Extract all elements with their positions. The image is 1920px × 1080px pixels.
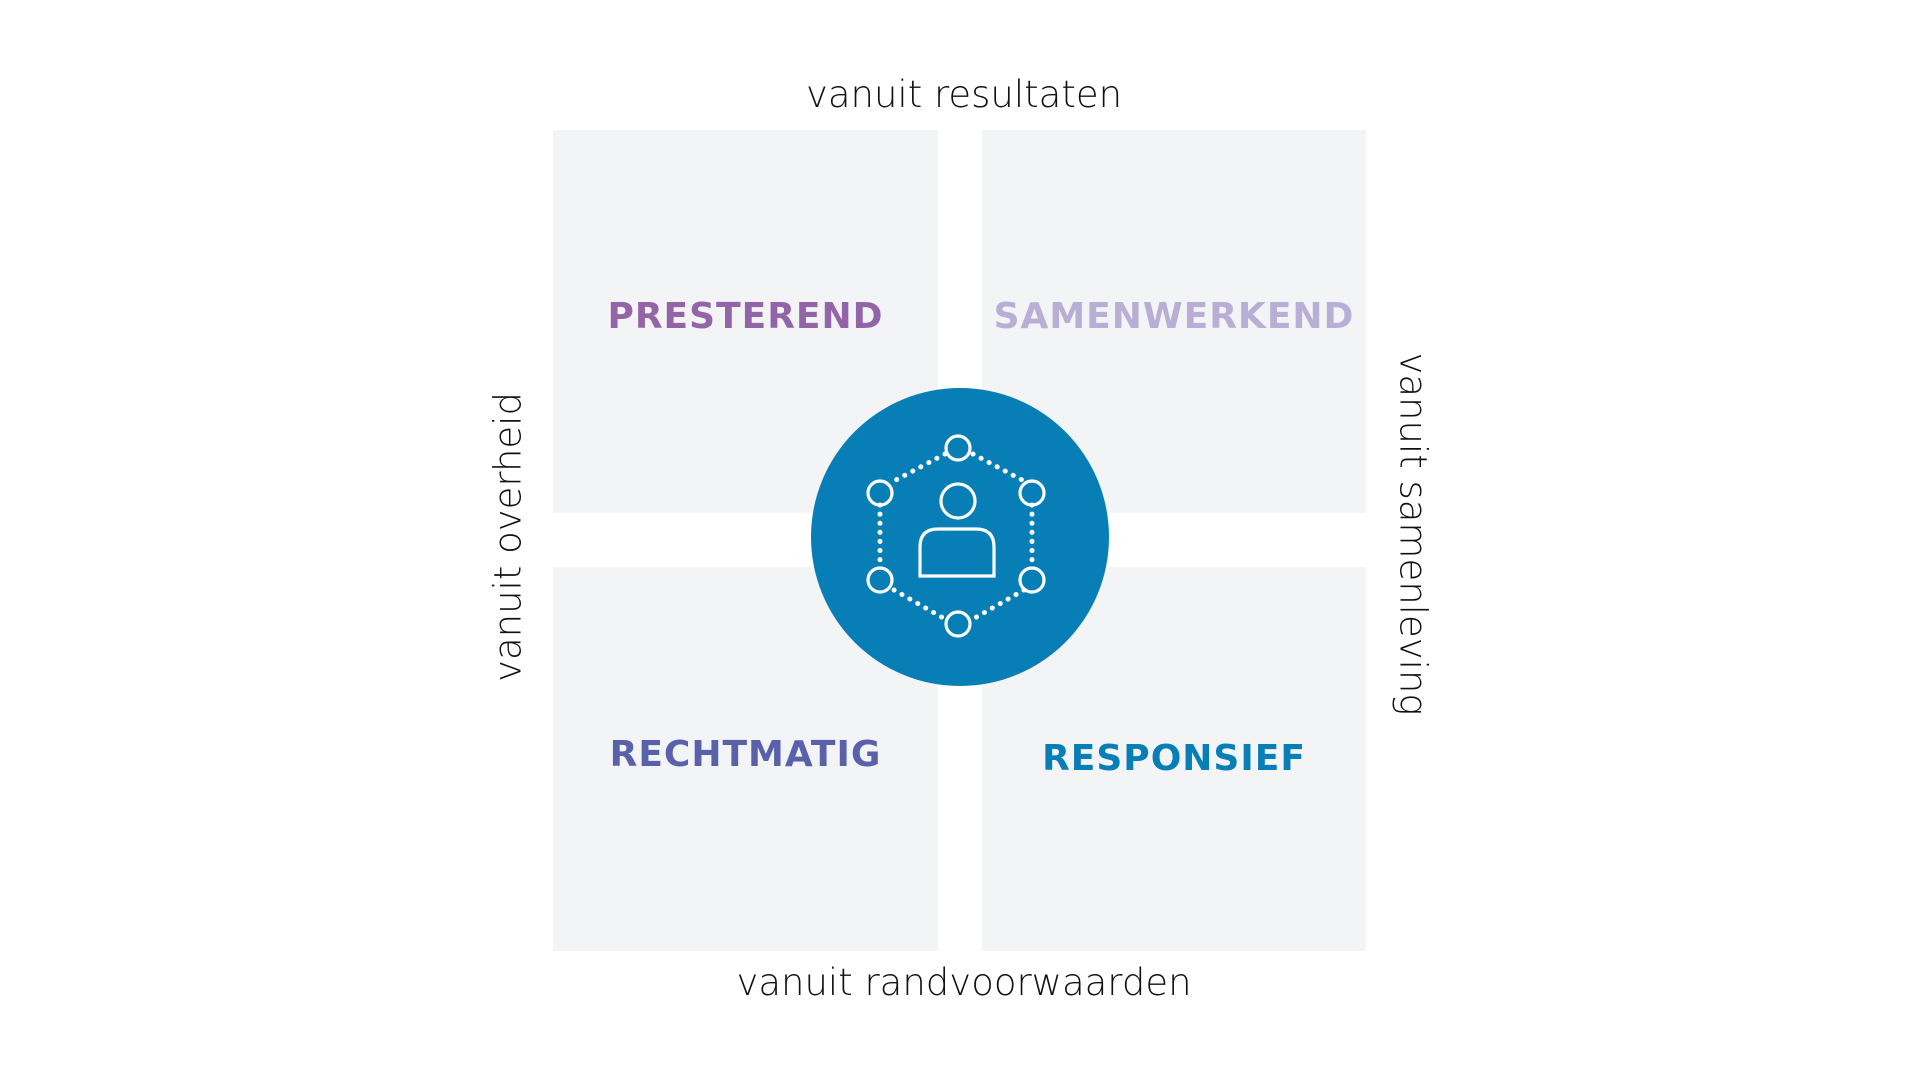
person-network-icon xyxy=(811,388,1109,686)
quadrant-label-samenwerkend: SAMENWERKEND xyxy=(993,296,1355,337)
node-top-icon xyxy=(944,434,972,462)
node-upper-left-icon xyxy=(866,479,894,507)
quadrant-label-presterend: PRESTEREND xyxy=(607,296,884,337)
node-bottom-icon xyxy=(944,610,972,638)
node-lower-right-icon xyxy=(1018,566,1046,594)
person-body-icon xyxy=(918,527,996,578)
quadrant-rechtmatig: RECHTMATIG xyxy=(553,567,938,951)
quadrant-label-responsief: RESPONSIEF xyxy=(1042,738,1306,779)
center-hub xyxy=(810,387,1110,687)
axis-label-right: vanuit samenleving xyxy=(1391,352,1435,716)
axis-label-left: vanuit overheid xyxy=(486,392,530,682)
node-upper-right-icon xyxy=(1018,479,1046,507)
quadrant-presterend: PRESTEREND xyxy=(553,130,938,513)
node-lower-left-icon xyxy=(866,566,894,594)
quadrant-label-rechtmatig: RECHTMATIG xyxy=(609,734,882,775)
axis-label-bottom: vanuit randvoorwaarden xyxy=(736,961,1192,1004)
hub-circle xyxy=(811,388,1109,686)
person-head-icon xyxy=(939,482,977,520)
dotted-connections xyxy=(877,451,1035,622)
axis-label-top: vanuit resultaten xyxy=(805,73,1123,116)
